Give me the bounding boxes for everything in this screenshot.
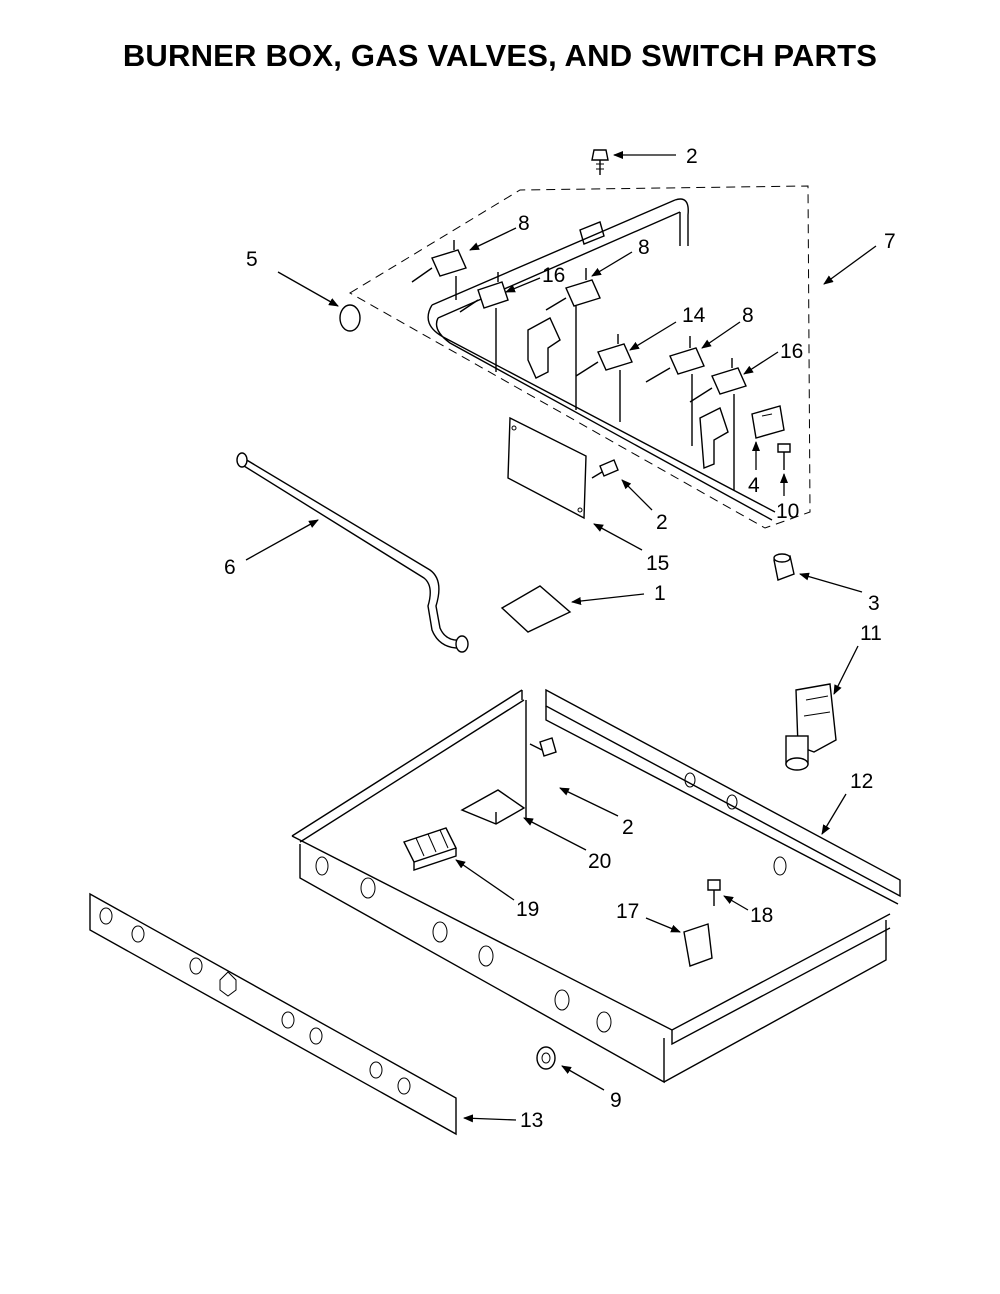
- callout-label: 20: [588, 850, 611, 873]
- callout-label: 3: [868, 592, 880, 615]
- callout-label: 14: [682, 304, 706, 327]
- clip-part-4: [751, 405, 785, 439]
- burner-box-part-12: [291, 688, 901, 1084]
- screw-part-18: [707, 879, 721, 906]
- callout-label: 2: [622, 816, 634, 839]
- callout-label: 2: [686, 145, 698, 168]
- callout-labels: 2 8 5 8 16 7 14 8 16 4 10 2 15 6 1 3 11 …: [224, 145, 896, 1132]
- callout-label: 13: [520, 1109, 543, 1132]
- screw-top: [591, 149, 609, 175]
- bracket-part-17: [683, 923, 713, 967]
- callout-label: 4: [748, 474, 760, 497]
- callout-label: 15: [646, 552, 669, 575]
- nut-part-9: [536, 1046, 556, 1070]
- gas-tube-part-6: [236, 452, 469, 653]
- switch-block-part-19: [403, 827, 457, 871]
- valve-bracket-right: [699, 407, 729, 470]
- callout-label: 19: [516, 898, 539, 921]
- control-panel-part-13: [89, 892, 457, 1136]
- gas-valve-5: [645, 336, 705, 446]
- cover-panel-part-15: [507, 416, 587, 520]
- plate-part-1: [500, 585, 572, 633]
- callout-label: 11: [860, 622, 882, 645]
- callout-label: 5: [246, 248, 258, 271]
- washer-part-5: [339, 304, 361, 332]
- screw-panel: [591, 459, 619, 479]
- callout-label: 8: [742, 304, 754, 327]
- fitting-part-3: [773, 553, 795, 581]
- gas-valve-3: [545, 268, 601, 410]
- callout-label: 7: [884, 230, 896, 253]
- callout-label: 18: [750, 904, 773, 927]
- gas-valve-1: [411, 240, 467, 300]
- manifold-assembly-boundary: [349, 185, 811, 529]
- callout-label: 2: [656, 511, 668, 534]
- gas-valve-4: [575, 334, 633, 422]
- page-title: BURNER BOX, GAS VALVES, AND SWITCH PARTS: [122, 38, 878, 73]
- screw-box: [529, 737, 557, 757]
- callout-label: 16: [780, 340, 803, 363]
- valve-bracket-left: [527, 317, 561, 379]
- callout-label: 6: [224, 556, 236, 579]
- callout-label: 8: [518, 212, 530, 235]
- leader-arrows: [245, 151, 877, 1123]
- screw-part-10: [777, 443, 791, 470]
- callout-label: 8: [638, 236, 650, 259]
- callout-label: 9: [610, 1089, 622, 1112]
- gas-manifold-pipe: [427, 198, 776, 521]
- callout-label: 17: [616, 900, 639, 923]
- gas-valve-2: [459, 272, 509, 372]
- callout-label: 12: [850, 770, 873, 793]
- gas-valve-6: [689, 358, 747, 490]
- regulator-part-11: [785, 683, 837, 771]
- bracket-part-20: [460, 789, 526, 825]
- callout-label: 1: [654, 582, 666, 605]
- callout-label: 16: [542, 264, 565, 287]
- callout-label: 10: [776, 500, 799, 523]
